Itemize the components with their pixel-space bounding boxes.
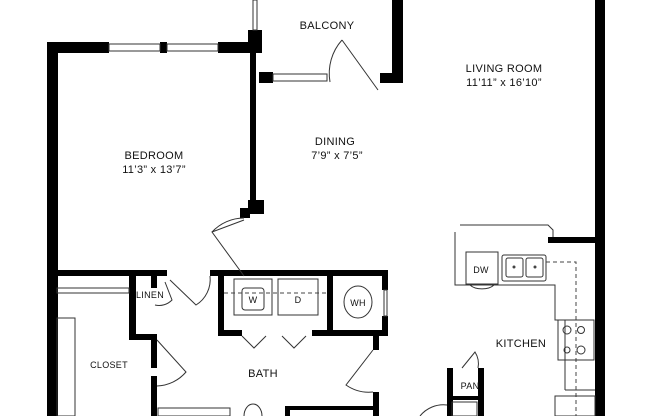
fixture-label-dishwasher: DW xyxy=(473,265,489,275)
room-size-bedroom: 11’3” x 13’7” xyxy=(122,164,186,176)
room-size-dining: 7’9” x 7’5” xyxy=(311,150,363,162)
room-label-bath: BATH xyxy=(248,368,278,380)
fixture-label-washer: W xyxy=(249,295,258,305)
room-label-living-room: LIVING ROOM xyxy=(466,63,543,75)
doors xyxy=(154,39,479,416)
windows xyxy=(56,0,388,416)
room-label-kitchen: KITCHEN xyxy=(496,338,546,350)
fixture-label-water-heater: WH xyxy=(350,298,366,308)
room-size-living-room: 11’11” x 16’10” xyxy=(466,77,542,89)
room-label-pantry: PAN xyxy=(461,381,480,391)
fixture-label-dryer: D xyxy=(295,295,302,305)
kitchen-counters xyxy=(454,224,596,416)
room-label-dining: DINING xyxy=(315,136,355,148)
room-label-linen: LINEN xyxy=(136,290,164,300)
room-label-balcony: BALCONY xyxy=(300,20,355,32)
fixtures xyxy=(157,278,478,416)
room-label-closet: CLOSET xyxy=(90,360,128,370)
walls xyxy=(47,0,605,416)
room-label-bedroom: BEDROOM xyxy=(125,150,184,162)
